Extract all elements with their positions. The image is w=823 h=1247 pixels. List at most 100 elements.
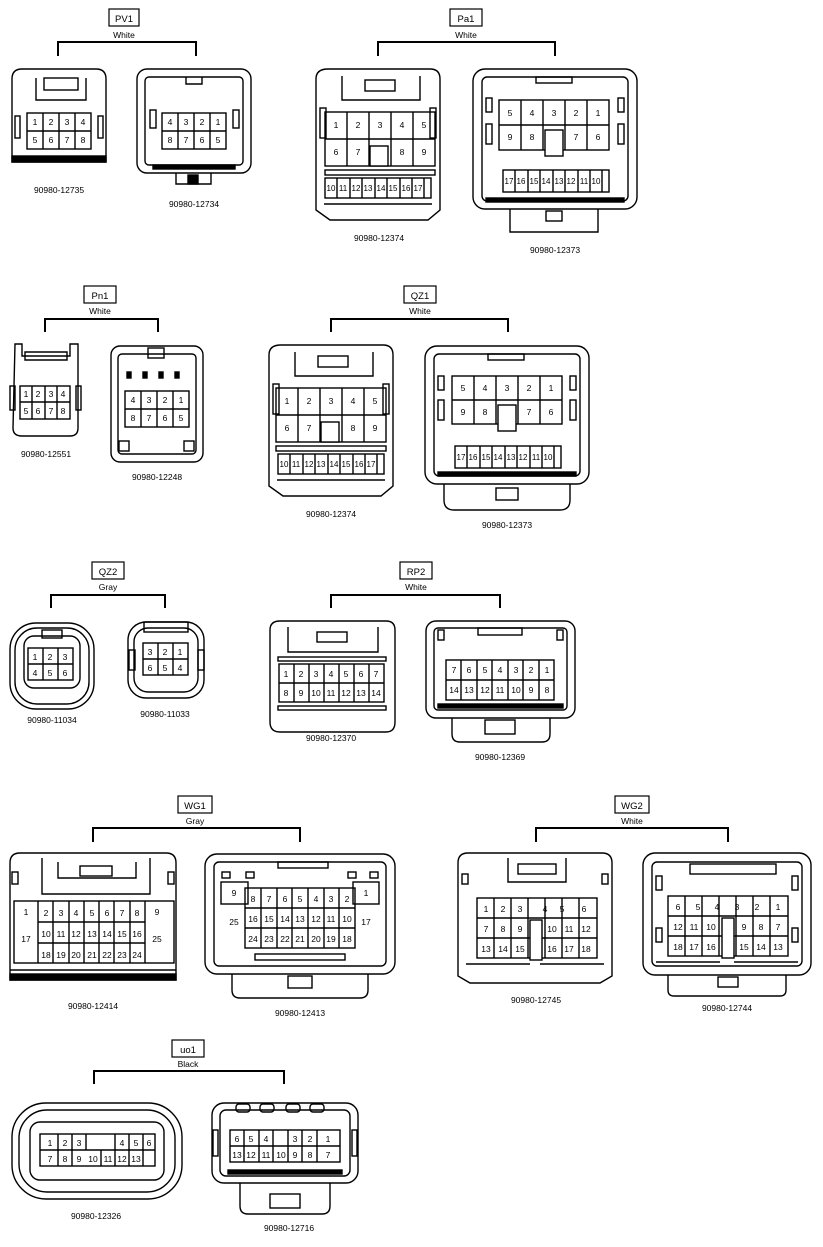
- pin: 6: [334, 147, 339, 157]
- pin: 4: [483, 383, 488, 393]
- pin: 16: [547, 944, 557, 954]
- pin-grid: 1 2 3 4 5 6: [27, 647, 74, 681]
- pin: 11: [565, 924, 574, 934]
- connector-inner: [651, 861, 803, 967]
- pin: 11: [327, 688, 336, 698]
- pin: 17: [564, 944, 574, 954]
- connector-part-a: 1 2 3 4 5 6 7 8 9 10 11 12 13 14 15 16 1…: [315, 68, 441, 221]
- connector-foot: [239, 1183, 331, 1215]
- connector-rib: [461, 873, 469, 885]
- pin: 7: [147, 413, 152, 423]
- pin: 18: [581, 944, 591, 954]
- connector-rib: [569, 399, 577, 421]
- pin: 2: [574, 108, 579, 118]
- part-number: 90980-12744: [702, 1003, 752, 1013]
- pin: 2: [163, 395, 168, 405]
- part-number: 90980-12369: [475, 752, 525, 762]
- connector-rib: [485, 97, 493, 113]
- pin: 8: [135, 908, 140, 918]
- pin: 1: [24, 389, 29, 399]
- pin: 8: [131, 413, 136, 423]
- pin: 14: [494, 453, 503, 462]
- code-box: [91, 561, 125, 580]
- pin: 1: [326, 1134, 331, 1144]
- pin-separator: [324, 169, 436, 176]
- connector-housing: [269, 620, 396, 733]
- pin: 1: [216, 117, 221, 127]
- part-number: 90980-12370: [306, 733, 356, 743]
- pin: 7: [65, 135, 70, 145]
- connector-rib: [221, 871, 231, 879]
- connector-foot-tab: [545, 210, 563, 222]
- pin: 25: [152, 934, 162, 944]
- pin: 12: [567, 177, 576, 186]
- pin-lines: [466, 446, 555, 468]
- connector-rib: [791, 875, 799, 891]
- connector-rib: [791, 927, 799, 943]
- pin: 9: [293, 1150, 298, 1160]
- pin: 13: [464, 685, 474, 695]
- connector-lock: [316, 631, 348, 643]
- pin-lines: [20, 386, 70, 419]
- connector-key: [147, 347, 165, 359]
- connector-rib: [655, 875, 663, 891]
- pin: 10: [41, 929, 51, 939]
- pin-grid: 4 3 2 1 8 7 6 5: [124, 390, 190, 428]
- pin-lines: [514, 170, 603, 192]
- pin: 14: [371, 688, 381, 698]
- pin: 12: [117, 1154, 127, 1164]
- connector-rib: [601, 873, 609, 885]
- pin-row-block: [502, 169, 610, 193]
- connector-latch: [24, 351, 68, 361]
- connector-face: [29, 1121, 165, 1181]
- pin: 20: [71, 950, 81, 960]
- code-box: [399, 561, 433, 580]
- pin: 16: [355, 460, 364, 469]
- pin: 9: [77, 1154, 82, 1164]
- pin: 5: [134, 1138, 139, 1148]
- pin-grid: 5 4 3 2 1 9 8 7 6 17 16 15 14 13 12 11 1…: [451, 375, 563, 469]
- pin: 4: [61, 389, 66, 399]
- group-bracket: [93, 1070, 285, 1084]
- pin: 4: [178, 663, 183, 673]
- group-bracket: [330, 594, 501, 608]
- pin: 22: [102, 950, 112, 960]
- pin: 18: [342, 934, 352, 944]
- pin: 1: [285, 396, 290, 406]
- pin: 6: [596, 132, 601, 142]
- pin: 10: [592, 177, 601, 186]
- pin: 2: [48, 652, 53, 662]
- pin: 2: [49, 117, 54, 127]
- connector-foot-tab: [495, 487, 519, 501]
- pin: 21: [87, 950, 97, 960]
- pin: 9: [529, 685, 534, 695]
- connector-rib: [319, 107, 327, 139]
- connector-housing: [110, 345, 204, 463]
- connector-lock-tooth: [309, 1103, 325, 1113]
- pin: 16: [402, 184, 411, 193]
- pin: 10: [511, 685, 521, 695]
- pin: 9: [742, 922, 747, 932]
- code-box: [614, 795, 650, 814]
- connector-part-b: 4 3 2 1 8 7 6 5: [110, 345, 204, 463]
- pin: 14: [280, 914, 290, 924]
- pin: 9: [508, 132, 513, 142]
- connector-part-b: 7 6 5 4 3 2 1 14 13 12 11 10 9 8: [425, 620, 576, 743]
- pin: 5: [249, 1134, 254, 1144]
- pin-lines: [446, 660, 554, 700]
- pin-lines: [325, 112, 435, 166]
- connector-rib: [369, 871, 379, 879]
- pin: 9: [461, 407, 466, 417]
- pin-lines: [289, 454, 378, 474]
- pin: 7: [49, 406, 54, 416]
- pin: 1: [24, 907, 29, 917]
- connector-lock: [317, 355, 349, 368]
- pin: 4: [715, 902, 720, 912]
- group-color: White: [89, 306, 111, 316]
- group-bracket: [535, 827, 729, 842]
- pin: 7: [267, 894, 272, 904]
- pin-grid: 6 5 4 3 2 1 13 12 11 10 9 8 7: [229, 1129, 341, 1163]
- group-code: RP2: [407, 567, 425, 578]
- pin: 10: [706, 922, 716, 932]
